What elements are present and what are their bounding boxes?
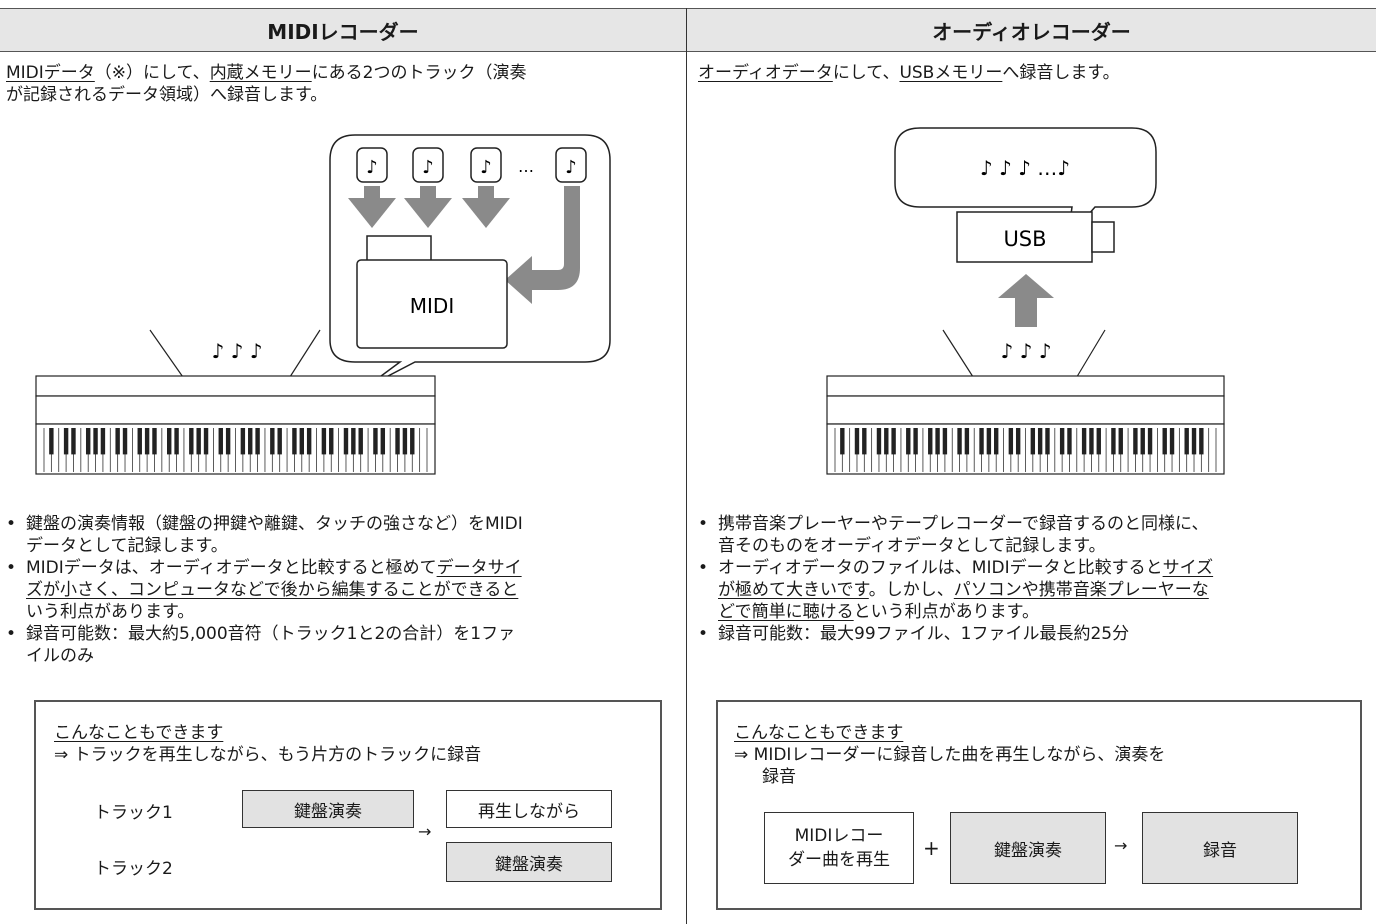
track1-label: トラック1	[94, 803, 173, 823]
column-divider	[686, 8, 687, 924]
right-arrow-icon: →	[1114, 836, 1128, 855]
usb-drive-icon: USB	[956, 211, 1115, 263]
midi-feature-list: 鍵盤の演奏情報（鍵盤の押鍵や離鍵、タッチの強さなど）をMIDIデータとして記録し…	[4, 513, 684, 667]
audio-recorder-illustration: ♪ ♪ ♪ …♪ USB ♪ ♪ ♪	[826, 127, 1225, 475]
audio-intro: オーディオデータにして、USBメモリーへ録音します。	[698, 63, 1120, 83]
note-box-icon: ♪	[356, 147, 388, 183]
audio-recorder-title: オーディオレコーダー	[932, 19, 1131, 44]
internal-memory-term: 内蔵メモリー	[209, 63, 312, 83]
svg-text:♪: ♪	[366, 157, 378, 178]
usb-label: USB	[1003, 227, 1046, 251]
list-item: 録音可能数：最大99ファイル、1ファイル最長約25分	[696, 623, 1372, 645]
piano-icon	[826, 375, 1225, 475]
plus-sign: +	[923, 836, 940, 860]
tip-description: ⇒ トラックを再生しながら、もう片方のトラックに録音	[54, 745, 482, 765]
midi-tip-box: こんなこともできます ⇒ トラックを再生しながら、もう片方のトラックに録音 トラ…	[34, 700, 662, 910]
track2-label: トラック2	[94, 859, 173, 879]
midi-data-term: MIDIデータ	[6, 63, 95, 83]
midi-playback-box: MIDIレコー ダー曲を再生	[764, 812, 914, 884]
audio-recorder-header: オーディオレコーダー	[687, 8, 1376, 52]
usb-memory-term: USBメモリー	[899, 63, 1003, 83]
replay-box: 再生しながら	[446, 790, 612, 828]
keyboard-play-box: 鍵盤演奏	[950, 812, 1106, 884]
list-item: オーディオデータのファイルは、MIDIデータと比較するとサイズが極めて大きいです…	[696, 557, 1372, 623]
notes-row: ♪ ♪ ♪	[1000, 339, 1051, 363]
tip-title: こんなこともできます	[734, 723, 904, 743]
down-arrow-icon	[348, 186, 510, 228]
midi-folder-label: MIDI	[410, 294, 454, 318]
audio-tip-box: こんなこともできます ⇒ MIDIレコーダーに録音した曲を再生しながら、演奏を …	[716, 700, 1362, 910]
tip-description: ⇒ MIDIレコーダーに録音した曲を再生しながら、演奏を 録音	[734, 745, 1166, 787]
list-item: 携帯音楽プレーヤーやテープレコーダーで録音するのと同様に、音そのものをオーディオ…	[696, 513, 1372, 557]
ellipsis: …	[518, 157, 534, 176]
keyboard-play-box: 鍵盤演奏	[242, 790, 414, 828]
note-box-icon: ♪	[555, 147, 587, 183]
record-box: 録音	[1142, 812, 1298, 884]
audio-data-term: オーディオデータ	[698, 63, 833, 83]
curved-arrow-icon	[505, 186, 580, 304]
keyboard-play-box-2: 鍵盤演奏	[446, 842, 612, 882]
right-arrow-icon: →	[418, 822, 432, 841]
tip-title: こんなこともできます	[54, 723, 224, 743]
midi-recorder-illustration: ♪ ♪ ♪ … ♪ MIDI ♪ ♪ ♪	[35, 134, 611, 475]
midi-intro: MIDIデータ（※）にして、内蔵メモリーにある2つのトラック（演奏 が記録される…	[6, 63, 527, 105]
svg-text:♪: ♪	[422, 157, 434, 178]
bubble-notes: ♪ ♪ ♪ …♪	[980, 156, 1070, 180]
midi-folder-icon: MIDI	[356, 235, 508, 349]
list-item: MIDIデータは、オーディオデータと比較すると極めてデータサイズが小さく、コンピ…	[4, 557, 684, 623]
midi-recorder-header: MIDIレコーダー	[0, 8, 686, 52]
note-box-icon: ♪	[412, 147, 444, 183]
note-box-icon: ♪	[470, 147, 502, 183]
piano-icon	[35, 375, 436, 475]
svg-text:♪: ♪	[480, 157, 492, 178]
audio-feature-list: 携帯音楽プレーヤーやテープレコーダーで録音するのと同様に、音そのものをオーディオ…	[696, 513, 1372, 645]
notes-row: ♪ ♪ ♪	[211, 339, 262, 363]
list-item: 鍵盤の演奏情報（鍵盤の押鍵や離鍵、タッチの強さなど）をMIDIデータとして記録し…	[4, 513, 684, 557]
up-arrow-icon	[998, 274, 1054, 327]
svg-text:♪: ♪	[565, 157, 577, 178]
midi-recorder-title: MIDIレコーダー	[267, 19, 419, 44]
